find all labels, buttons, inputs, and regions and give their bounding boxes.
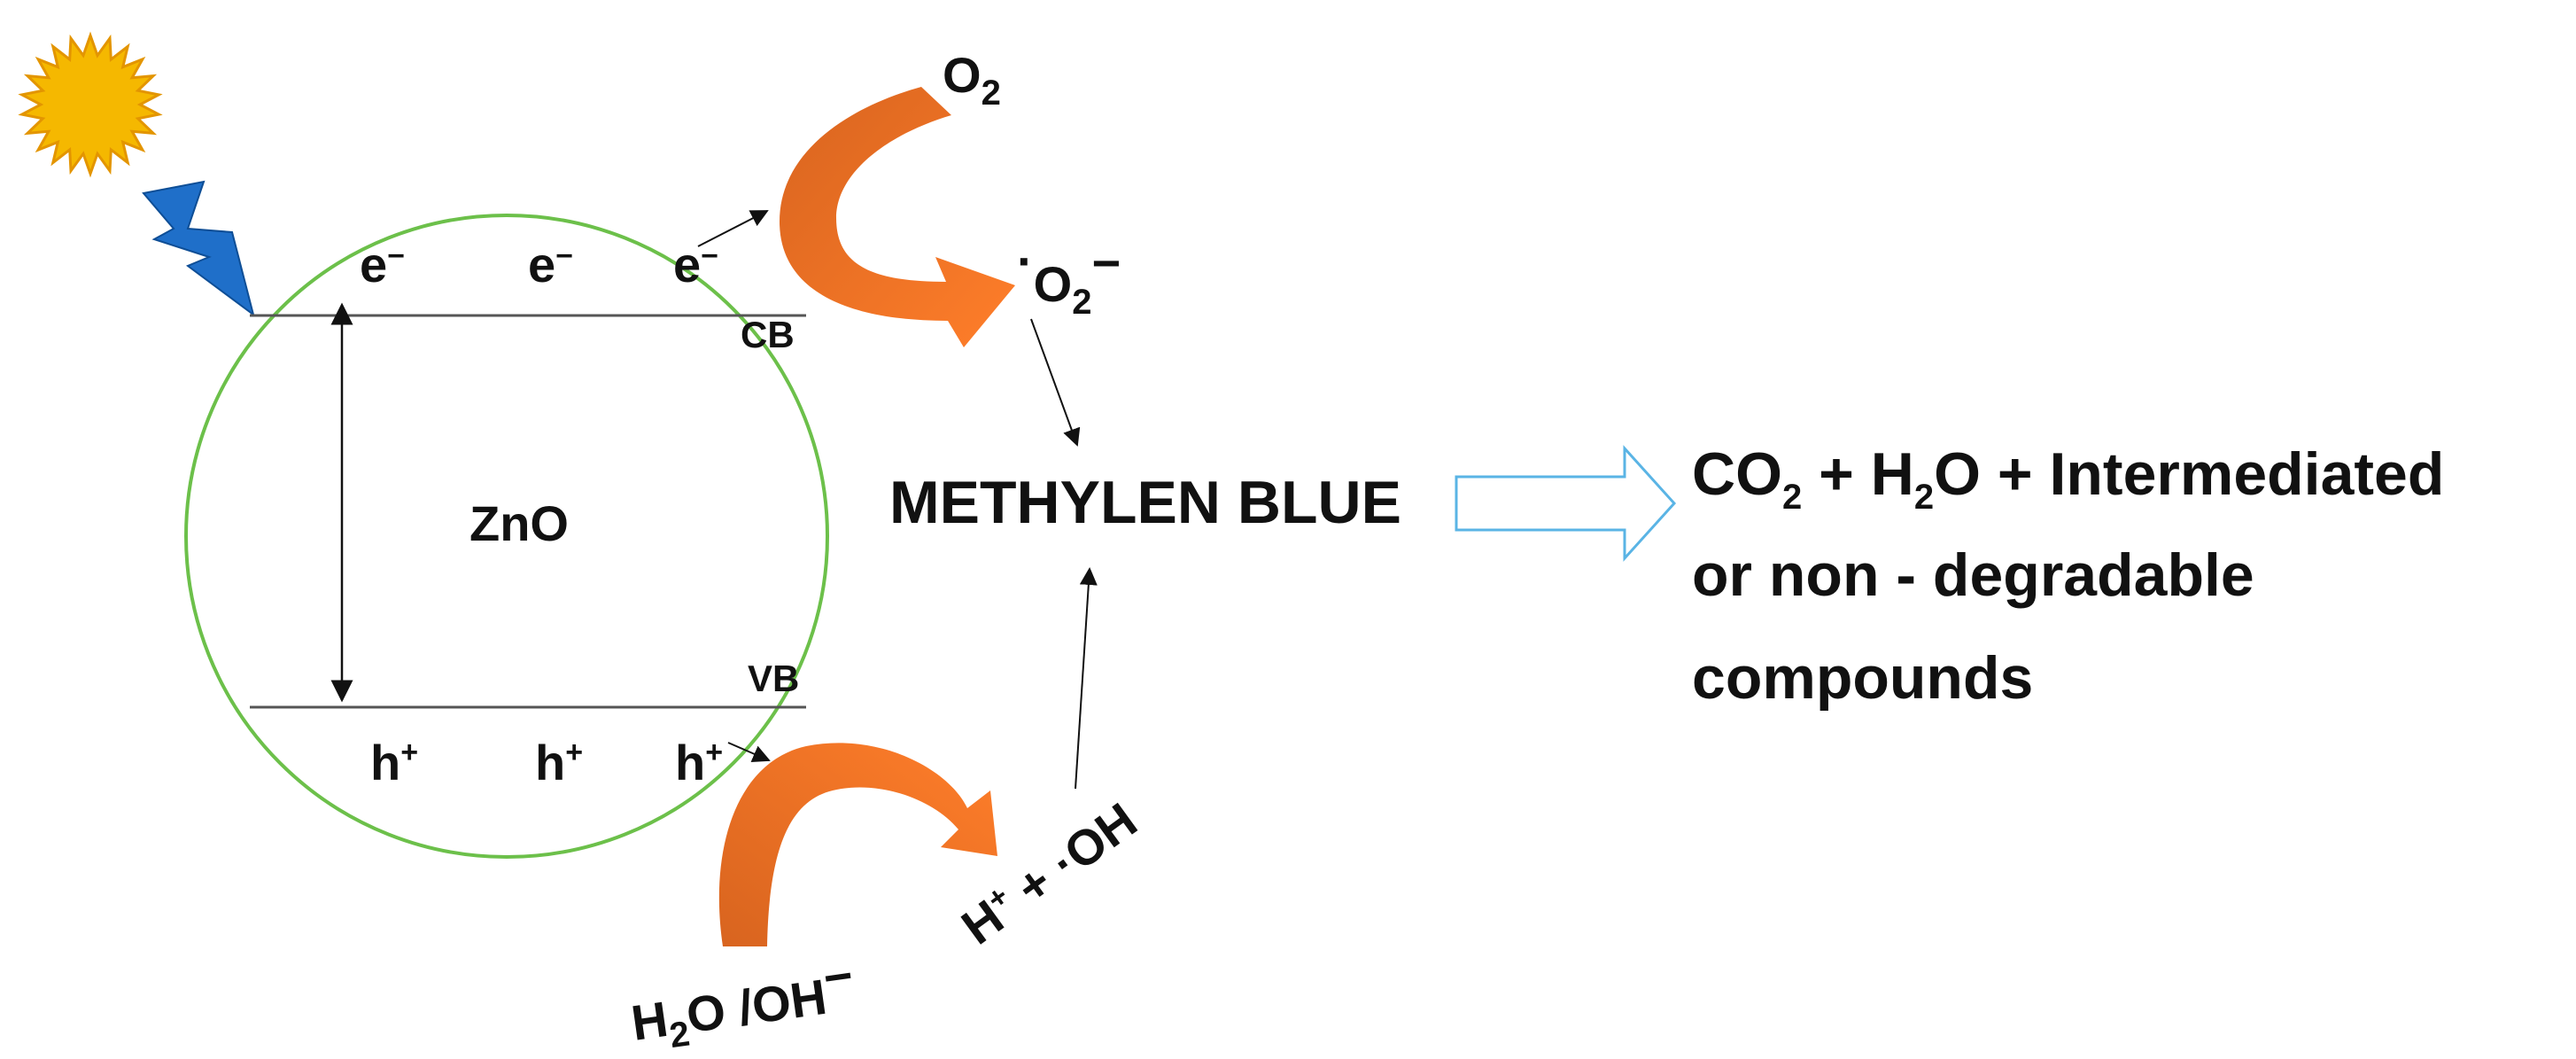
oxygen-label: O2 (943, 47, 1001, 113)
cb-label: CB (741, 314, 795, 355)
result-line-3: compounds (1692, 644, 2033, 712)
hole-label: h+ (675, 735, 723, 790)
electron-transfer-arrow (697, 210, 769, 247)
lightning-icon (142, 180, 255, 317)
hole-label: h+ (370, 735, 418, 790)
hole-label: h+ (535, 735, 583, 790)
sun-icon (18, 31, 163, 178)
hydroxyl-attack-arrow (1075, 567, 1098, 790)
water-oxidation-arrow (718, 743, 997, 946)
degradation-arrow (1455, 445, 1677, 562)
result-line-1: CO2 + H2O + Intermediated (1692, 440, 2444, 517)
hole-transfer-arrow (727, 742, 771, 762)
oxygen-reduction-arrow (780, 87, 1015, 347)
vb-label: VB (748, 658, 799, 699)
electron-label: e− (360, 237, 405, 292)
water-label: H2O /OH− (625, 946, 860, 1059)
superoxide-label: ·O2− (1017, 233, 1121, 322)
result-line-2: or non - degradable (1692, 541, 2254, 609)
electron-label: e− (673, 237, 718, 292)
target-dye-label: METHYLEN BLUE (889, 469, 1401, 536)
superoxide-attack-arrow (1030, 318, 1081, 447)
electron-label: e− (528, 237, 573, 292)
zno-particle (184, 214, 829, 859)
particle-label: ZnO (469, 495, 569, 551)
